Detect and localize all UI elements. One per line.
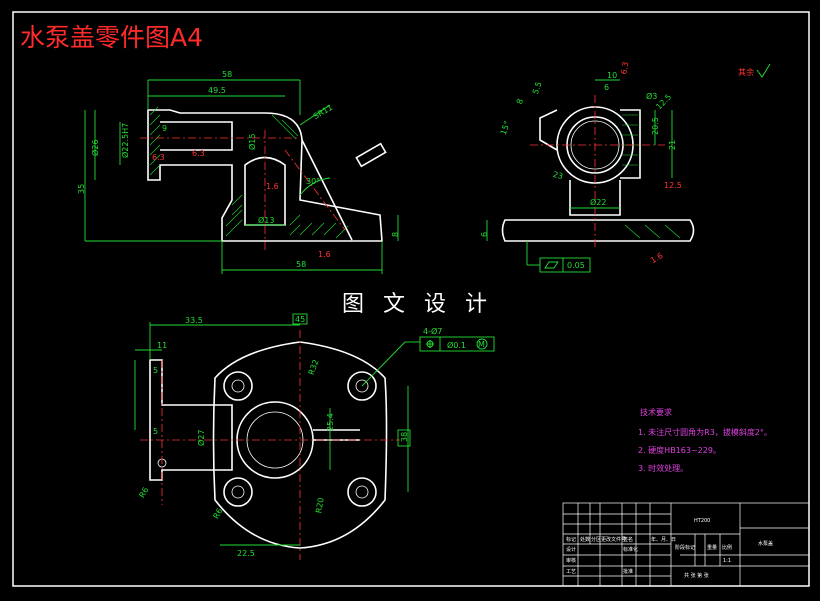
svg-text:共 张 第 张: 共 张 第 张 (684, 572, 709, 579)
top-dim-33-5: 33.5 (185, 316, 203, 325)
top-dim-25-4: 25.4 (326, 413, 335, 431)
side-dim-6: 6 (604, 83, 609, 92)
dim-top-inner: 49.5 (208, 86, 226, 95)
tech-note-2: 2. 硬度HB163~229。 (638, 445, 721, 455)
svg-text:标记: 标记 (566, 536, 576, 543)
side-dim-6b: 6 (480, 232, 489, 237)
tech-notes-heading: 技术要求 (640, 407, 672, 417)
roughness-symbol-icon (756, 63, 771, 78)
side-dim-5-5: 5.5 (531, 80, 544, 95)
side-rough-1-6: 1.6 (649, 251, 665, 265)
side-dim-8: 8 (515, 98, 525, 106)
dim-dia-outer: Ø26 (90, 140, 100, 156)
top-position: Ø0.1 (447, 340, 466, 350)
top-dim-5: 5 (153, 366, 158, 375)
rough-3: 1.6 (266, 182, 279, 191)
front-view: 58 49.5 Ø26 Ø22.5H7 9 6.3 6.3 Ø15 SR11 3… (77, 70, 400, 274)
side-flatness: 0.05 (567, 261, 585, 270)
drawing-title: 水泵盖零件图A4 (20, 23, 203, 52)
side-phi3: Ø3 (646, 91, 657, 101)
side-rough-12-5: 12.5 (664, 181, 682, 190)
flatness-icon (544, 261, 559, 269)
top-dim-r32: R32 (307, 358, 321, 376)
watermark-text: 图 文 设 计 (342, 292, 493, 317)
side-21: 21 (668, 140, 677, 150)
top-dim-5b: 5 (153, 427, 158, 436)
svg-text:分区: 分区 (591, 536, 601, 543)
rough-4: 1.6 (318, 250, 331, 259)
svg-text:比例: 比例 (722, 544, 732, 551)
side-view: 10 6 6.3 8 5.5 Ø3 12.5 15° 20.5 21 23 Ø2… (480, 61, 695, 273)
svg-text:标准化: 标准化 (623, 546, 638, 553)
svg-text:设计: 设计 (566, 546, 576, 553)
tech-notes: 技术要求 1. 未注尺寸圆角为R3，拔模斜度2°。 2. 硬度HB163~229… (638, 407, 772, 473)
roughness-note: 其余 (738, 63, 771, 78)
tech-note-3: 3. 时效处理。 (638, 463, 688, 473)
top-position-m: M (478, 340, 485, 349)
svg-text:其余: 其余 (738, 67, 754, 77)
svg-text:阶段标记: 阶段标记 (675, 544, 695, 551)
svg-text:批准: 批准 (623, 568, 633, 575)
svg-text:重量: 重量 (707, 544, 717, 551)
dim-top-overall: 58 (222, 70, 232, 79)
side-angle-15: 15° (499, 120, 512, 136)
svg-text:年、月、日: 年、月、日 (651, 536, 676, 543)
side-20-5: 20.5 (651, 117, 660, 135)
top-dim-r20: R20 (314, 497, 326, 514)
svg-text:处数: 处数 (580, 536, 590, 543)
top-dim-45: 45 (295, 315, 305, 324)
top-dim-r6: R6 (137, 486, 150, 500)
title-block-material: HT200 (694, 518, 710, 524)
top-dim-11: 11 (157, 341, 167, 350)
svg-text:签名: 签名 (623, 536, 633, 543)
rough-1: 6.3 (152, 153, 165, 162)
svg-text:更改文件号: 更改文件号 (601, 536, 626, 543)
dim-bottom-len: 58 (296, 260, 306, 269)
side-phi22: Ø22 (590, 197, 606, 207)
top-dim-22-5: 22.5 (237, 549, 255, 558)
title-block-part-name: 水泵盖 (758, 540, 773, 547)
svg-text:工艺: 工艺 (566, 569, 576, 575)
side-dim-10: 10 (607, 71, 617, 80)
dim-dia-15: Ø15 (247, 134, 257, 150)
dim-depth: 9 (162, 124, 167, 133)
top-dim-phi27: Ø27 (196, 430, 206, 446)
title-block-scale: 1:1 (723, 558, 731, 564)
rough-2: 6.3 (192, 149, 205, 158)
svg-text:审核: 审核 (566, 557, 576, 564)
dim-sphere: SR11 (312, 103, 335, 121)
title-block: 标记 处数 分区 更改文件号 签名 年、月、日 设计 标准化 阶段标记 重量 比… (562, 502, 810, 587)
dim-dia-13: Ø13 (258, 215, 274, 225)
side-23: 23 (552, 170, 564, 181)
dim-angle: 30° (306, 177, 320, 186)
dim-dia-bore: Ø22.5H7 (120, 123, 130, 158)
tech-note-1: 1. 未注尺寸圆角为R3，拔模斜度2°。 (638, 427, 772, 437)
dim-base-thick: 8 (391, 232, 400, 237)
drawing-frame (12, 11, 810, 587)
dim-height: 35 (77, 184, 86, 194)
top-dim-38: 38 (400, 432, 409, 442)
top-view: 33.5 45 11 5 5 Ø27 R32 25.4 38 R6 R6 R20… (134, 313, 495, 560)
top-holes: 4-Ø7 (423, 326, 442, 336)
side-rough-top: 6.3 (619, 61, 630, 75)
